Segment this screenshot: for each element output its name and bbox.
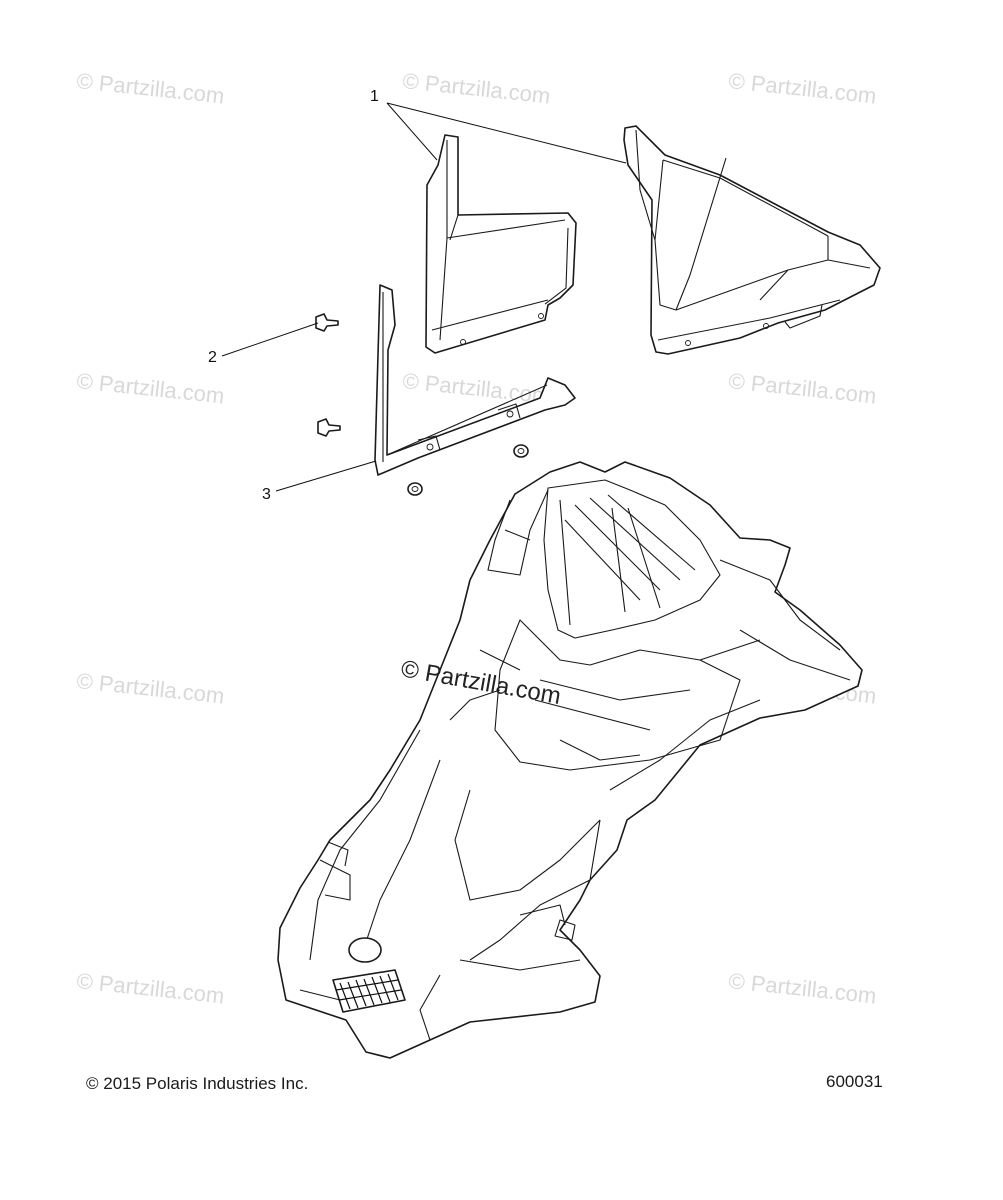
watermark: © Partzilla.com (75, 968, 225, 1008)
side-panel-right (623, 125, 881, 355)
watermark: © Partzilla.com (75, 668, 225, 708)
nut (407, 444, 529, 496)
watermark: © Partzilla.com (401, 68, 551, 108)
watermark: © Partzilla.com (75, 368, 225, 408)
callout-number: 1 (370, 88, 379, 105)
push-rivet (315, 313, 341, 437)
callout-number: 3 (262, 486, 271, 503)
watermark: © Partzilla.com (75, 68, 225, 108)
copyright-notice: © 2015 Polaris Industries Inc. (86, 1074, 309, 1093)
hood-panel (277, 461, 863, 1059)
watermark: © Partzilla.com (727, 368, 877, 408)
watermark: © Partzilla.com (727, 68, 877, 108)
callout-number: 2 (208, 349, 217, 366)
side-panel-left (425, 134, 577, 354)
bracket (374, 284, 576, 476)
grille (332, 969, 406, 1013)
figure-number: 600031 (826, 1072, 883, 1091)
leader-lines (221, 102, 627, 492)
watermark: © Partzilla.com (727, 968, 877, 1008)
